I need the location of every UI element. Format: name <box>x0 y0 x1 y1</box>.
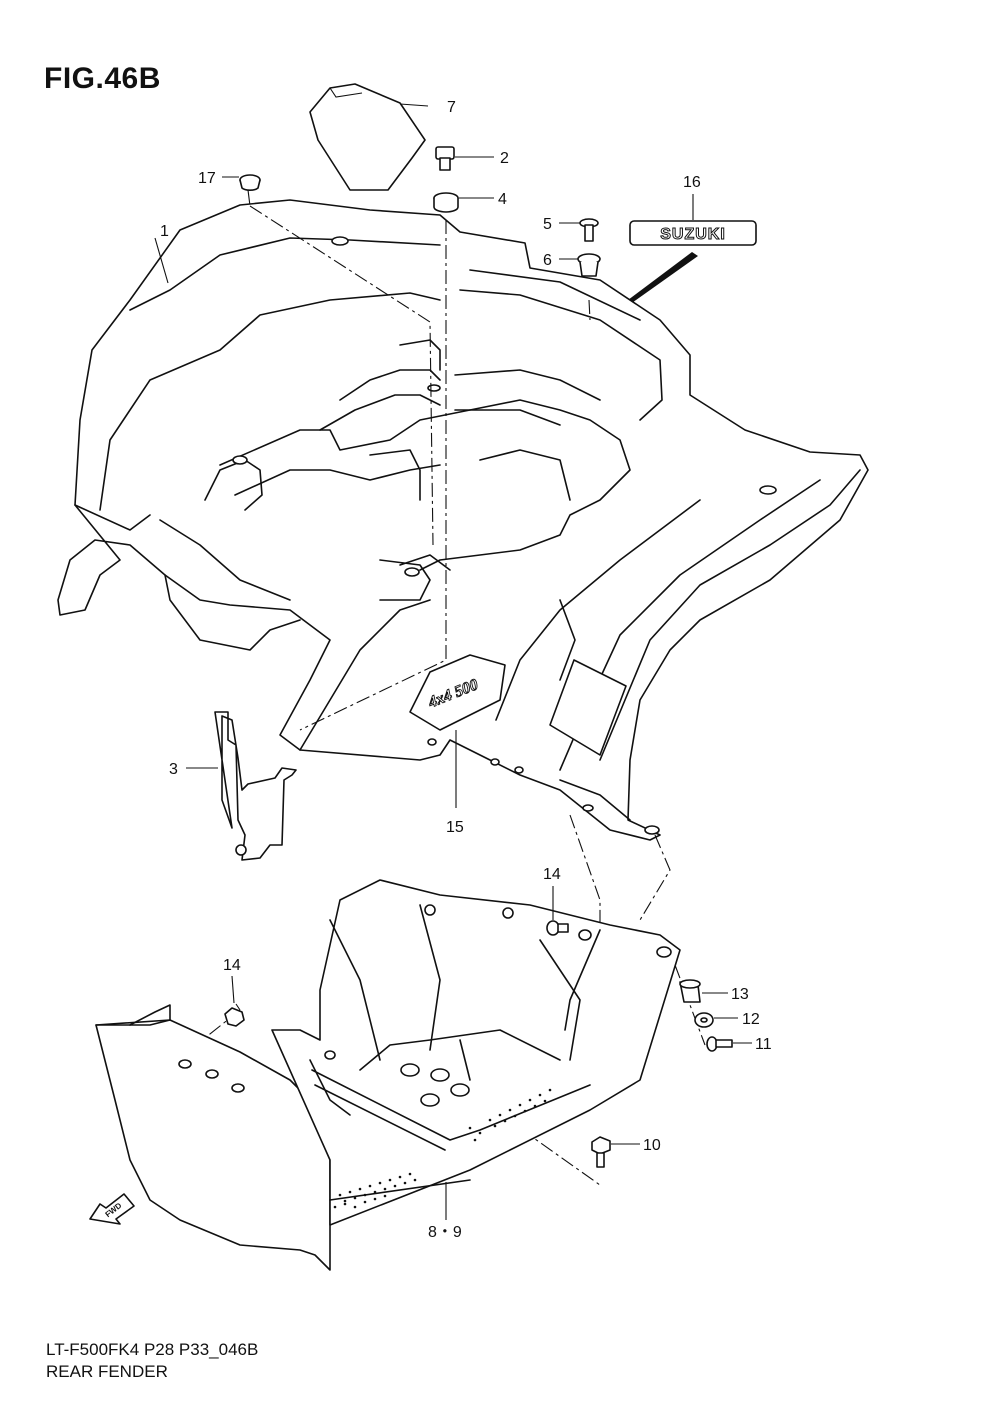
callout-12: 12 <box>742 1011 760 1028</box>
callout-3: 3 <box>169 761 178 778</box>
part-10-bolt <box>591 1136 640 1168</box>
part-1-rear-fender: 4x4 500 <box>57 199 869 841</box>
callout-14-left: 14 <box>223 957 241 974</box>
callout-10: 10 <box>643 1137 661 1154</box>
part-17-cap <box>222 174 261 207</box>
part-2-bolt <box>435 146 494 171</box>
callout-4: 4 <box>498 191 507 208</box>
part-14-rivet-left <box>224 975 245 1027</box>
part-14-rivet-right <box>546 886 569 936</box>
part-3-bracket <box>186 711 297 861</box>
section-name-caption: REAR FENDER <box>46 1362 168 1381</box>
part-13-collar <box>679 979 728 1003</box>
callout-14-right: 14 <box>543 866 561 883</box>
part-12-washer <box>694 1012 738 1028</box>
fwd-arrow-icon: FWD <box>89 1193 135 1225</box>
figure-title: FIG.46B <box>44 62 161 95</box>
callout-2: 2 <box>500 150 509 167</box>
callout-17: 17 <box>198 170 216 187</box>
callout-11: 11 <box>755 1036 772 1053</box>
callout-15: 15 <box>446 819 464 836</box>
part-11-screw <box>706 1036 752 1052</box>
part-7-cover-plate <box>309 83 429 191</box>
callout-labels: 7 2 4 17 1 5 6 16 3 15 14 14 13 12 11 10… <box>160 99 772 1241</box>
part-5-screw <box>559 218 599 242</box>
callout-16: 16 <box>683 174 701 191</box>
part-6-collar <box>559 253 601 300</box>
callout-7: 7 <box>447 99 456 116</box>
part-16-suzuki-decal: SUZUKI <box>620 194 757 310</box>
part-8-9-mud-guard <box>95 879 681 1271</box>
callout-13: 13 <box>731 986 749 1003</box>
model-code-caption: LT-F500FK4 P28 P33_046B <box>46 1340 259 1359</box>
callout-8-9: 8・9 <box>428 1224 462 1241</box>
part-4-grommet <box>433 192 494 213</box>
callout-6: 6 <box>543 252 552 269</box>
suzuki-decal-text: SUZUKI <box>660 226 726 243</box>
callout-5: 5 <box>543 216 552 233</box>
callout-1: 1 <box>160 223 169 240</box>
